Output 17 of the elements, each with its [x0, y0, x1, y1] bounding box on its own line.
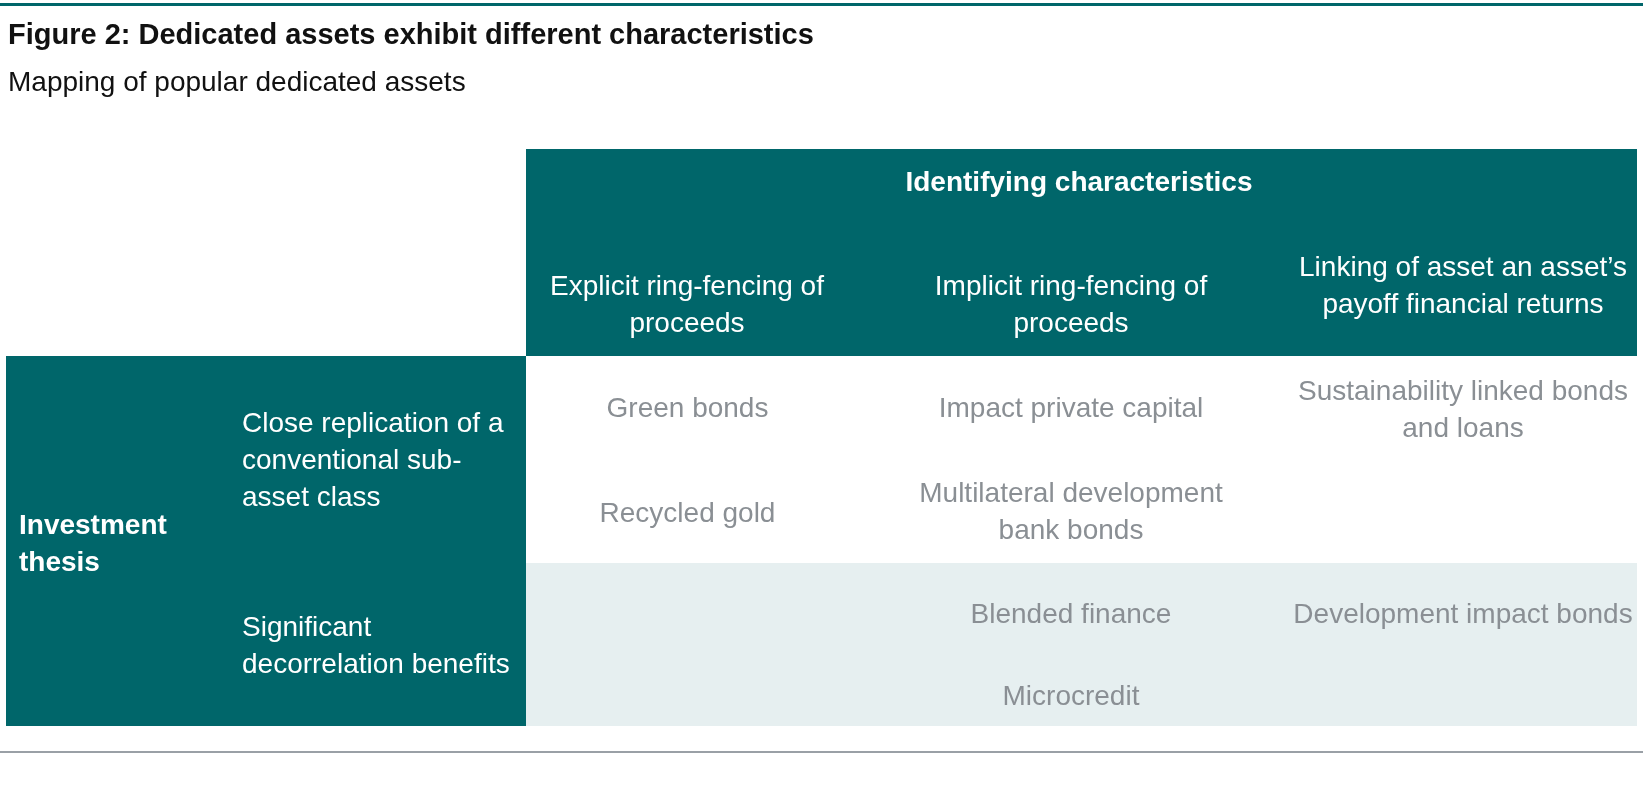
column-heading: Linking of asset an asset’s payoff financial returns: [1298, 250, 1628, 321]
figure-title: Figure 2: Dedicated assets exhibit different characteristics: [8, 17, 814, 52]
asset-name: Multilateral development bank bonds: [918, 476, 1224, 547]
row-group-heading: Investment thesis: [19, 508, 168, 579]
column-heading: Implicit ring-fencing of proceeds: [933, 269, 1209, 340]
asset-name: Sustainability linked bonds and loans: [1297, 374, 1629, 445]
row-heading: Close replication of a conventional sub-asset class: [242, 406, 505, 514]
asset-name: Recycled gold: [598, 496, 777, 530]
column-group-heading: Identifying characteristics: [904, 165, 1254, 199]
asset-name: Development impact bonds: [1293, 597, 1633, 631]
column-heading: Explicit ring-fencing of proceeds: [549, 269, 825, 340]
subtitle: Mapping of popular dedicated assets: [8, 65, 467, 99]
asset-name: Impact private capital: [937, 391, 1205, 425]
asset-name: Blended finance: [969, 597, 1173, 631]
row-heading: Significant decorrelation benefits: [242, 610, 511, 681]
asset-name: Green bonds: [605, 391, 770, 425]
asset-name: Microcredit: [1001, 679, 1141, 713]
